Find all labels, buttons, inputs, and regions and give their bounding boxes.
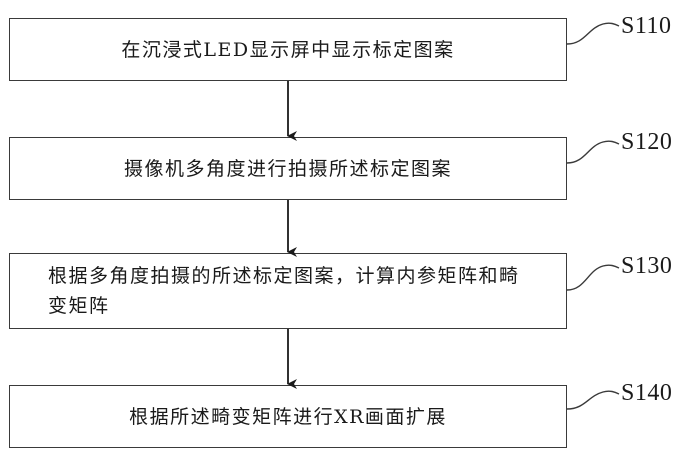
step-label-s110: S110 [621, 13, 672, 39]
leader-curve-s120 [566, 140, 620, 164]
step-text-s120: 摄像机多角度进行拍摄所述标定图案 [123, 157, 452, 180]
step-box-s120: 摄像机多角度进行拍摄所述标定图案 [9, 137, 567, 200]
step-text-s140: 根据所述畸变矩阵进行XR画面扩展 [129, 405, 447, 428]
step-label-s130: S130 [621, 253, 673, 279]
step-text-s130: 根据多角度拍摄的所述标定图案，计算内参矩阵和畸变矩阵 [48, 265, 520, 317]
step-box-s110: 在沉浸式LED显示屏中显示标定图案 [9, 18, 567, 81]
leader-curve-s140 [566, 390, 620, 410]
leader-curve-s110 [566, 22, 620, 45]
step-text-s110: 在沉浸式LED显示屏中显示标定图案 [121, 38, 455, 61]
step-box-s130: 根据多角度拍摄的所述标定图案，计算内参矩阵和畸变矩阵 [9, 253, 567, 329]
step-box-s140: 根据所述畸变矩阵进行XR画面扩展 [9, 385, 567, 448]
step-label-s120: S120 [621, 129, 673, 155]
leader-curve-s130 [566, 264, 620, 291]
step-label-s140: S140 [621, 380, 673, 406]
